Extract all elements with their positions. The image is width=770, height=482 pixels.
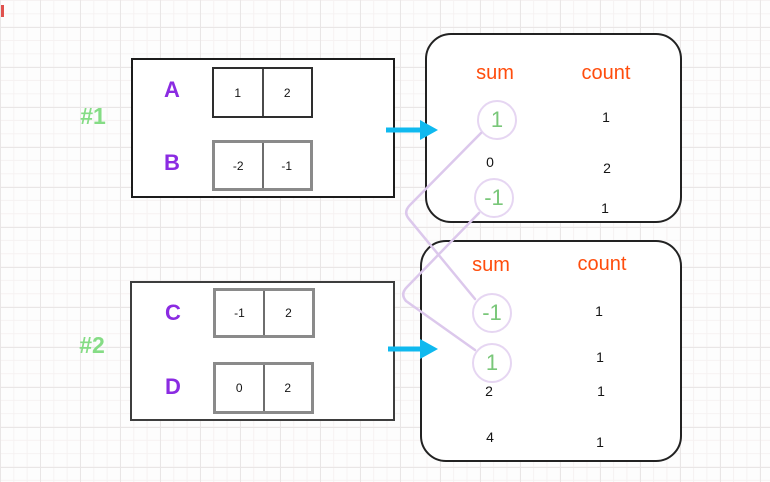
group2-label: #2 bbox=[79, 331, 105, 358]
array-a-cell-0: 1 bbox=[214, 69, 264, 116]
array-d-cell-0: 0 bbox=[216, 365, 265, 411]
table2-row2-count: 1 bbox=[596, 349, 604, 365]
array-d-cell-1: 2 bbox=[284, 381, 292, 395]
table2-count-header: count bbox=[577, 252, 627, 275]
array-a-cells: 1 2 bbox=[212, 67, 313, 118]
array-c-cells: -1 2 bbox=[213, 288, 315, 338]
array-b-cells: -2 -1 bbox=[212, 140, 313, 191]
table2-sum-header: sum bbox=[472, 253, 510, 276]
table2-row1-sum-circled: -1 bbox=[472, 293, 512, 333]
table1-row3-sum-circled: -1 bbox=[474, 178, 514, 218]
array-c-cell-1: 2 bbox=[285, 306, 292, 320]
group1-label: #1 bbox=[80, 102, 106, 129]
table2-row3-count: 1 bbox=[597, 383, 605, 399]
array-c-cell-0: -1 bbox=[216, 291, 265, 335]
table1-row1-count: 1 bbox=[602, 109, 610, 125]
array-a-cell-1: 2 bbox=[283, 85, 291, 100]
array-d-label: D bbox=[165, 374, 181, 399]
table1-row2-sum: 0 bbox=[486, 154, 494, 170]
table2-row1-count: 1 bbox=[595, 303, 603, 319]
table2-row2-sum-circled: 1 bbox=[472, 343, 512, 383]
table2-row4-count: 1 bbox=[596, 434, 604, 450]
table1-count-header: count bbox=[581, 61, 631, 84]
array-a-label: A bbox=[164, 77, 180, 102]
table1-row1-sum-circled: 1 bbox=[477, 100, 517, 140]
table1-row3-count: 1 bbox=[601, 200, 609, 216]
array-b-label: B bbox=[164, 150, 180, 175]
table1-row2-count: 2 bbox=[603, 160, 611, 176]
table2-row3-sum: 2 bbox=[485, 383, 493, 399]
table1-sum-header: sum bbox=[476, 61, 514, 84]
array-b-cell-1: -1 bbox=[281, 158, 293, 173]
array-c-label: C bbox=[165, 300, 181, 325]
table2-row4-sum: 4 bbox=[486, 429, 494, 445]
array-b-cell-0: -2 bbox=[215, 143, 264, 188]
edge-mark-red bbox=[1, 5, 4, 17]
array-d-cells: 0 2 bbox=[213, 362, 314, 414]
